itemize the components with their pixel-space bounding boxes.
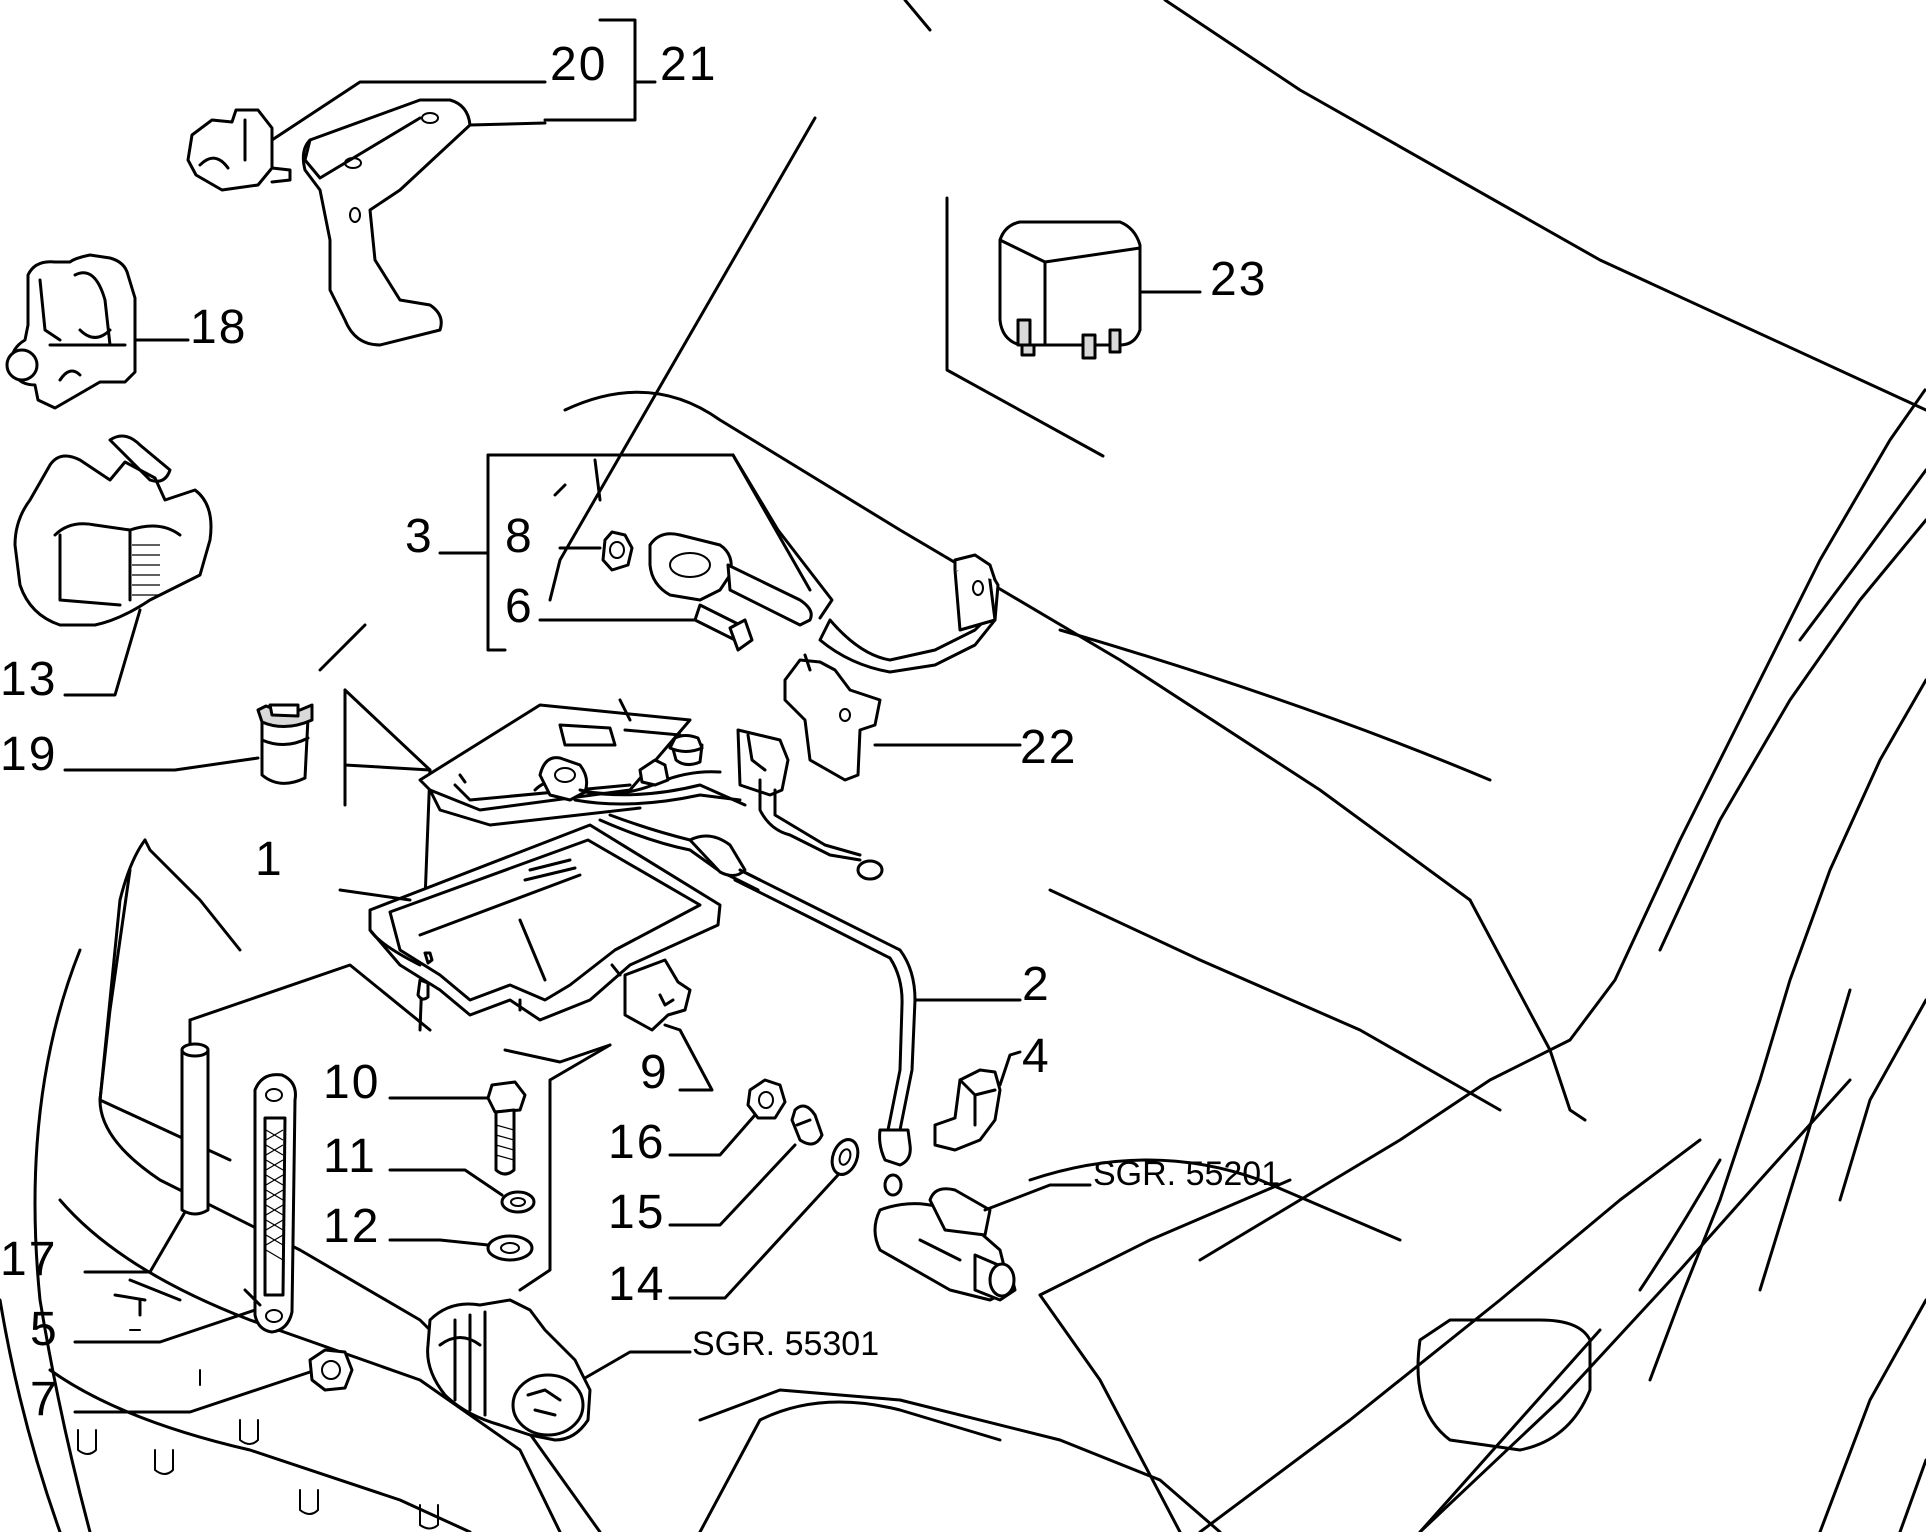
label-15: 15 — [608, 1186, 665, 1239]
relay-part-23 — [945, 196, 1202, 458]
label-23: 23 — [1210, 253, 1267, 306]
fuse-part-19 — [63, 703, 314, 785]
label-20: 20 — [550, 38, 607, 91]
label-1: 1 — [255, 833, 284, 886]
label-16: 16 — [608, 1116, 665, 1169]
label-11: 11 — [323, 1130, 377, 1183]
bracket-part-21 — [301, 18, 657, 347]
lock-washer-part-15 — [668, 1104, 824, 1227]
spacer-tube-part-17 — [83, 1042, 210, 1274]
alternator-reference: SGR. 55301 — [692, 1325, 879, 1363]
label-22: 22 — [1020, 721, 1077, 774]
wiring-harness — [538, 728, 1022, 1197]
label-17: 17 — [0, 1233, 57, 1286]
label-5: 5 — [30, 1303, 59, 1356]
terminal-group-part-3 — [438, 453, 1000, 674]
label-6: 6 — [505, 580, 534, 633]
label-19: 19 — [0, 728, 57, 781]
bolt-part-10 — [388, 1080, 527, 1176]
clamp-hatch — [132, 544, 160, 596]
label-8: 8 — [505, 510, 534, 563]
cable-boot-part-4 — [933, 1050, 1022, 1152]
hold-down-strap-part-5 — [73, 1073, 297, 1344]
starter-motor — [873, 1183, 1092, 1302]
bracket-part-22 — [783, 653, 1022, 782]
label-7: 7 — [30, 1373, 59, 1426]
alternator — [426, 1298, 692, 1442]
label-14: 14 — [608, 1258, 665, 1311]
nut-part-16 — [668, 1078, 787, 1157]
washer-part-12 — [388, 1234, 534, 1262]
battery-tray-part-1 — [338, 823, 722, 1022]
callout-labels: 20 21 23 18 13 19 3 8 6 22 1 2 4 9 10 11… — [0, 38, 1280, 1426]
leader-lines-left — [188, 963, 432, 1062]
fuse-holder-part-18 — [5, 253, 190, 410]
label-3: 3 — [405, 510, 434, 563]
label-13: 13 — [0, 653, 57, 706]
lock-washer-part-11 — [388, 1168, 536, 1214]
bumper-pegs — [77, 1329, 439, 1530]
starter-reference: SGR. 55201 — [1093, 1155, 1280, 1193]
label-9: 9 — [640, 1046, 669, 1099]
clamp-housing-part-13 — [13, 434, 213, 697]
tray-clip-part-9 — [503, 958, 714, 1292]
label-4: 4 — [1022, 1030, 1051, 1083]
label-18: 18 — [190, 301, 247, 354]
washer-part-14 — [668, 1138, 860, 1300]
strap-hatch — [265, 1129, 284, 1261]
label-12: 12 — [323, 1200, 380, 1253]
label-21: 21 — [660, 38, 717, 91]
label-2: 2 — [1022, 958, 1051, 1011]
label-10: 10 — [323, 1056, 380, 1109]
clip-part-20 — [186, 80, 547, 192]
nut-part-7 — [73, 1348, 354, 1414]
